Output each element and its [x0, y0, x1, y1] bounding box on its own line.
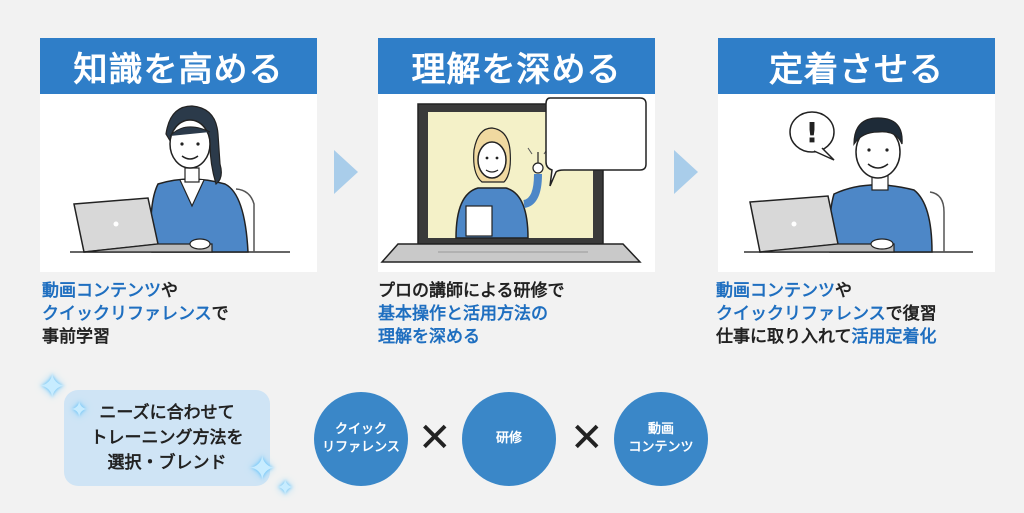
woman-laptop-illustration — [70, 105, 290, 253]
step-panel-learn: 知識を高める — [40, 38, 317, 272]
method-circle-training: 研修 — [462, 392, 556, 486]
step-description: 動画コンテンツや クイックリファレンスで復習 仕事に取り入れて活用定着化 — [716, 281, 937, 347]
sparkle-icon: ✦ — [70, 398, 89, 423]
next-step-arrow — [674, 150, 698, 194]
step-panel-understand: 理解を深める — [378, 38, 655, 272]
sparkle-icon: ✦ — [248, 449, 277, 489]
step-description: 動画コンテンツや クイックリファレンスで 事前学習 — [42, 281, 229, 347]
method-circle-quick-reference: クイック リファレンス — [314, 392, 408, 486]
panel-title: 知識を高める — [40, 38, 317, 94]
exclamation-icon: ! — [806, 116, 819, 149]
multiply-icon: ✕ — [570, 415, 604, 461]
panel-title: 理解を深める — [378, 38, 655, 94]
method-circle-video: 動画 コンテンツ — [614, 392, 708, 486]
sparkle-icon: ✦ — [38, 367, 67, 407]
blend-note: ニーズに合わせて トレーニング方法を 選択・ブレンド — [64, 390, 270, 486]
step-panel-retain: 定着させる ! — [718, 38, 995, 272]
sparkle-icon: ✦ — [276, 476, 295, 501]
multiply-icon: ✕ — [418, 415, 452, 461]
instructor-laptop-illustration — [380, 97, 647, 263]
next-step-arrow — [334, 150, 358, 194]
panel-title: 定着させる — [718, 38, 995, 94]
step-description: プロの講師による研修で 基本操作と活用方法の 理解を深める — [378, 281, 565, 347]
man-laptop-illustration: ! — [744, 111, 973, 253]
